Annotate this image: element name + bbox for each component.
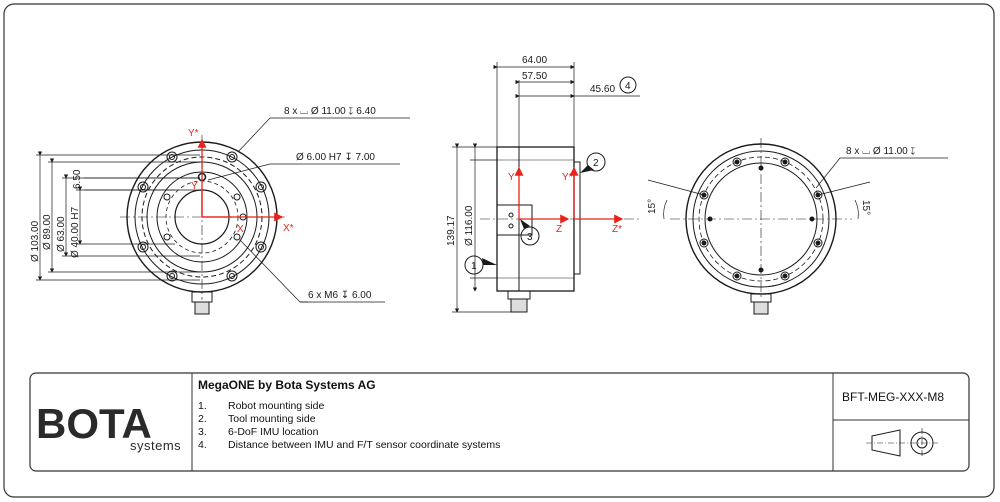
note-1: Robot mounting side xyxy=(228,400,324,412)
dim-dia-103: Ø 103.00 xyxy=(30,220,41,262)
title-block: BOTA systems MegaONE by Bota Systems AG … xyxy=(29,372,970,472)
dim-6-50: 6.50 xyxy=(72,169,83,189)
axis-x-star-label: X* xyxy=(283,223,294,234)
company-logo: BOTA xyxy=(36,400,152,447)
callout-counterbore-front: 8 x ⌴ Ø 11.00 ↧ 6.40 xyxy=(284,106,376,117)
dim-dia-40-h7: Ø 40.00 H7 xyxy=(70,206,81,258)
svg-text:2: 2 xyxy=(593,158,599,169)
dim-139-17: 139.17 xyxy=(446,215,457,246)
bubble-3 xyxy=(520,226,540,246)
dim-dia-89: Ø 89.00 xyxy=(42,214,53,250)
side-axis-z-label: Z xyxy=(556,224,562,235)
callout-threaded-holes: 6 x M6 ↧ 6.00 xyxy=(308,290,372,301)
angle-left: 15° xyxy=(647,199,658,214)
svg-text:1: 1 xyxy=(471,261,477,272)
side-view: Y Z Y* Z* 64.00 57.50 45.60 4 139.17 xyxy=(446,55,640,313)
side-axis-y-star-label: Y* xyxy=(562,172,573,183)
bubble-2 xyxy=(586,152,606,172)
side-axis-z-star-label: Z* xyxy=(612,224,622,235)
callout-counterbore-back: 8 x ⌴ Ø 11.00 ↧ xyxy=(846,146,916,157)
axis-x-label: X xyxy=(237,224,244,235)
svg-text:1.: 1. xyxy=(198,400,207,412)
dim-57-50: 57.50 xyxy=(522,71,547,82)
svg-text:4: 4 xyxy=(625,81,631,92)
svg-text:3.: 3. xyxy=(198,426,207,438)
note-4: Distance between IMU and F/T sensor coor… xyxy=(228,439,500,451)
part-number: BFT-MEG-XXX-M8 xyxy=(842,390,944,404)
dim-45-60: 45.60 xyxy=(590,84,615,95)
side-axis-y-label: Y xyxy=(508,172,515,183)
axis-y-label: Y xyxy=(191,181,198,192)
notes-list: 1. Robot mounting side 2. Tool mounting … xyxy=(198,400,500,451)
bubble-4 xyxy=(619,76,637,94)
callout-pin-hole: Ø 6.00 H7 ↧ 7.00 xyxy=(296,152,375,163)
sheet-border xyxy=(3,3,995,498)
axis-y-star-label: Y* xyxy=(188,128,199,139)
dim-dia-63: Ø 63.00 xyxy=(56,216,67,252)
drawing-title: MegaONE by Bota Systems AG xyxy=(198,378,376,392)
company-logo-sub: systems xyxy=(130,438,181,453)
note-3: 6-DoF IMU location xyxy=(228,426,319,438)
front-threaded-holes xyxy=(163,172,247,241)
dim-64: 64.00 xyxy=(522,55,547,66)
dim-dia-116: Ø 116.00 xyxy=(464,205,475,246)
svg-text:3: 3 xyxy=(527,232,533,243)
angle-right: 15° xyxy=(860,200,871,215)
svg-text:2.: 2. xyxy=(198,413,207,425)
svg-text:4.: 4. xyxy=(198,439,207,451)
back-view: 15° 15° 8 x ⌴ Ø 11.00 ↧ xyxy=(647,138,948,315)
note-2: Tool mounting side xyxy=(228,413,316,425)
front-view: Y* X* Y X Ø 103.00 Ø 89.00 Ø 63.00 Ø 40.… xyxy=(30,106,410,315)
projection-symbol-icon xyxy=(866,428,940,458)
